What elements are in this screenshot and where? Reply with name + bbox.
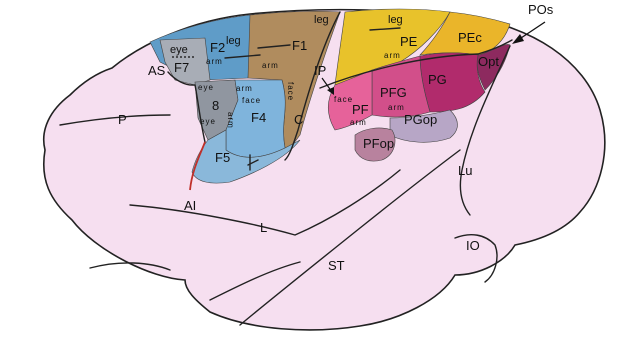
label-opt: Opt bbox=[478, 54, 499, 69]
label-pf: PF bbox=[352, 102, 369, 117]
label-st: ST bbox=[328, 258, 345, 273]
label-area8: 8 bbox=[212, 98, 219, 113]
label-f5: F5 bbox=[215, 150, 230, 165]
label-pg: PG bbox=[428, 72, 447, 87]
label-pos: POs bbox=[528, 2, 554, 17]
label-f4-face: face bbox=[242, 96, 261, 105]
label-pf-arm: arm bbox=[350, 118, 367, 127]
label-pgop: PGop bbox=[404, 112, 437, 127]
label-pfg: PFG bbox=[380, 85, 407, 100]
label-f2: F2 bbox=[210, 40, 225, 55]
label-io: IO bbox=[466, 238, 480, 253]
label-pe-leg: leg bbox=[388, 14, 403, 26]
label-c: C bbox=[294, 112, 303, 127]
label-ai: AI bbox=[184, 198, 196, 213]
label-as: AS bbox=[148, 63, 166, 78]
label-lu: Lu bbox=[458, 163, 472, 178]
label-pfg-arm: arm bbox=[388, 103, 405, 112]
label-f4-arm: arm bbox=[236, 84, 253, 93]
label-f1-face: face bbox=[286, 82, 295, 101]
label-f5-arm: arm bbox=[226, 112, 235, 129]
label-f1-arm: arm bbox=[262, 61, 279, 70]
label-f4: F4 bbox=[251, 110, 266, 125]
label-pfop: PFop bbox=[363, 136, 394, 151]
label-area8-eye-bottom: eye bbox=[200, 117, 216, 126]
label-pe: PE bbox=[400, 34, 418, 49]
label-f1-leg: leg bbox=[314, 14, 329, 26]
label-l: L bbox=[260, 220, 267, 235]
label-ip: IP bbox=[314, 63, 326, 78]
label-f7: F7 bbox=[174, 60, 189, 75]
label-area8-eye-top: eye bbox=[198, 83, 214, 92]
label-pe-arm: arm bbox=[384, 51, 401, 60]
label-f2-eye: eye bbox=[170, 44, 188, 56]
label-f1: F1 bbox=[292, 38, 307, 53]
label-pf-face: face bbox=[334, 95, 353, 104]
label-f2-leg: leg bbox=[226, 35, 241, 47]
label-p: P bbox=[118, 112, 127, 127]
label-pec: PEc bbox=[458, 30, 482, 45]
label-f2-arm: arm bbox=[206, 57, 223, 66]
